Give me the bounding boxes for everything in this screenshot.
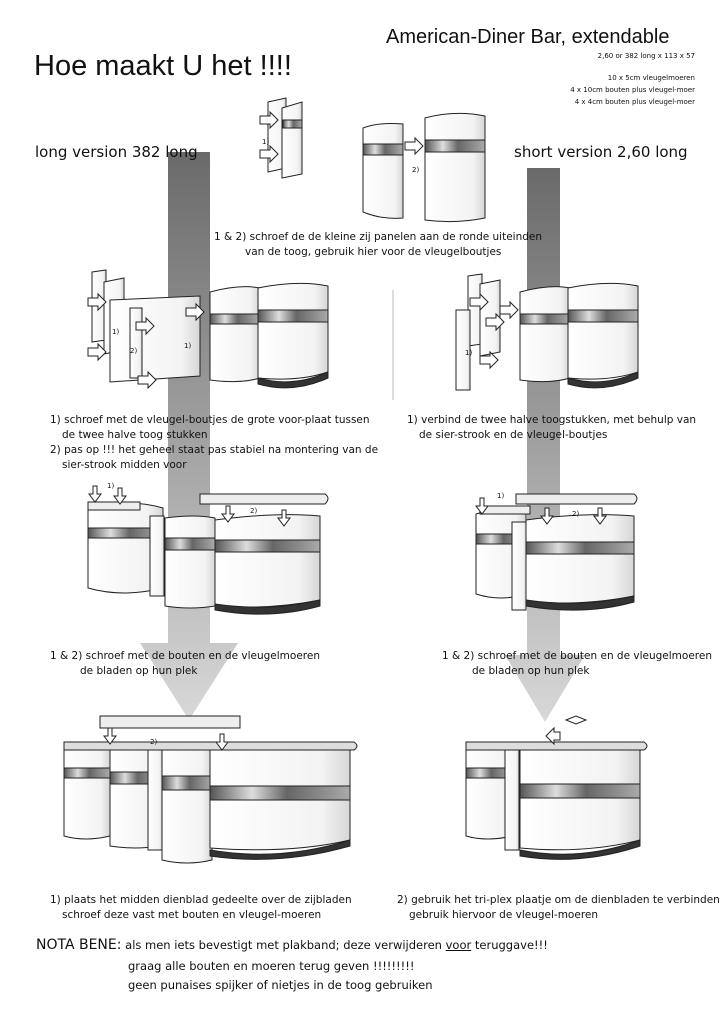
step4-long-arrows [103, 727, 229, 751]
step4-long-bar [63, 715, 358, 864]
short-step2-line-1: 1) verbind de twee halve toogstukken, me… [407, 414, 697, 426]
top-side-panels [267, 97, 486, 223]
step3-long-arrows [88, 485, 291, 527]
step3-short-arrows [475, 497, 607, 525]
page-title: Hoe maakt U het !!!! [34, 50, 292, 82]
step-label: 2) [130, 347, 138, 355]
long-step2-line-4: sier-strook midden voor [62, 459, 187, 471]
nota-text-b: teruggave!!! [471, 938, 548, 952]
short-version-title: short version 2,60 long [514, 143, 688, 161]
short-step4-line-2: gebruik hiervoor de vleugel-moeren [409, 909, 599, 921]
long-step4-line-1: 1) plaats het midden dienblad gedeelte o… [50, 894, 352, 906]
flow-arrow-long [140, 152, 238, 720]
parts-line-1: 10 x 5cm vleugelmoeren [607, 74, 695, 82]
parts-line-2: 4 x 10cm bouten plus vleugel-moer [570, 86, 695, 94]
step-label: 1) [262, 138, 270, 146]
long-step2-line-1: 1) schroef met de vleugel-boutjes de gro… [50, 414, 370, 426]
step4-short-bar [465, 715, 648, 860]
nota-bene-line-2: graag alle bouten en moeren terug geven … [128, 959, 415, 973]
short-step4-line-1: 2) gebruik het tri-plex plaatje om de di… [397, 894, 720, 906]
top-caption-line-2: van de toog, gebruik hier voor de vleuge… [245, 246, 502, 258]
step-label: 2) [572, 510, 580, 518]
nota-text-underlined: voor [445, 938, 472, 952]
step-label: 2) [250, 507, 258, 515]
step2-short-arrows [469, 292, 519, 370]
step2-short-bar [455, 273, 639, 391]
nota-bene-heading: NOTA BENE: [36, 937, 122, 953]
nota-bene-line-1: NOTA BENE: als men iets bevestigt met pl… [36, 936, 548, 955]
long-step4-line-2: schroef deze vast met bouten en vleugel-… [62, 909, 322, 921]
nota-text-a: als men iets bevestigt met plakband; dez… [125, 938, 446, 952]
long-step3-line-2: de bladen op hun plek [80, 665, 198, 677]
step-label: 1) [112, 328, 120, 336]
step2-long-arrows [87, 292, 205, 390]
step-label: 2) [150, 738, 158, 746]
short-step2-line-2: de sier-strook en de vleugel-boutjes [419, 429, 608, 441]
top-arrows [259, 110, 424, 164]
dimensions-text: 2,60 or 382 long x 113 x 57 [597, 52, 695, 60]
nota-bene-line-3: geen punaises spijker of nietjes in de t… [128, 978, 433, 992]
top-caption-line-1: 1 & 2) schroef de de kleine zij panelen … [214, 231, 543, 243]
long-step2-line-2: de twee halve toog stukken [62, 429, 208, 441]
product-title: American-Diner Bar, extendable [386, 26, 670, 48]
step4-short-arrows [545, 726, 561, 746]
long-step3-line-1: 1 & 2) schroef met de bouten en de vleug… [50, 650, 320, 662]
parts-line-3: 4 x 4cm bouten plus vleugel-moer [574, 98, 695, 106]
short-step3-line-1: 1 & 2) schroef met de bouten en de vleug… [442, 650, 712, 662]
step-label: 1) [184, 342, 192, 350]
step3-short-bar [475, 493, 638, 611]
step-label: 1) [497, 492, 505, 500]
step3-long-bar [87, 493, 329, 615]
flow-arrow-short [505, 168, 585, 722]
step2-long-bar [91, 269, 329, 389]
long-version-title: long version 382 long [35, 143, 198, 161]
step-label: 1) [465, 349, 473, 357]
step-label: 1) [107, 482, 115, 490]
long-step2-line-3: 2) pas op !!! het geheel staat pas stabi… [50, 444, 379, 456]
short-step3-line-2: de bladen op hun plek [472, 665, 590, 677]
step-label: 2) [412, 166, 420, 174]
